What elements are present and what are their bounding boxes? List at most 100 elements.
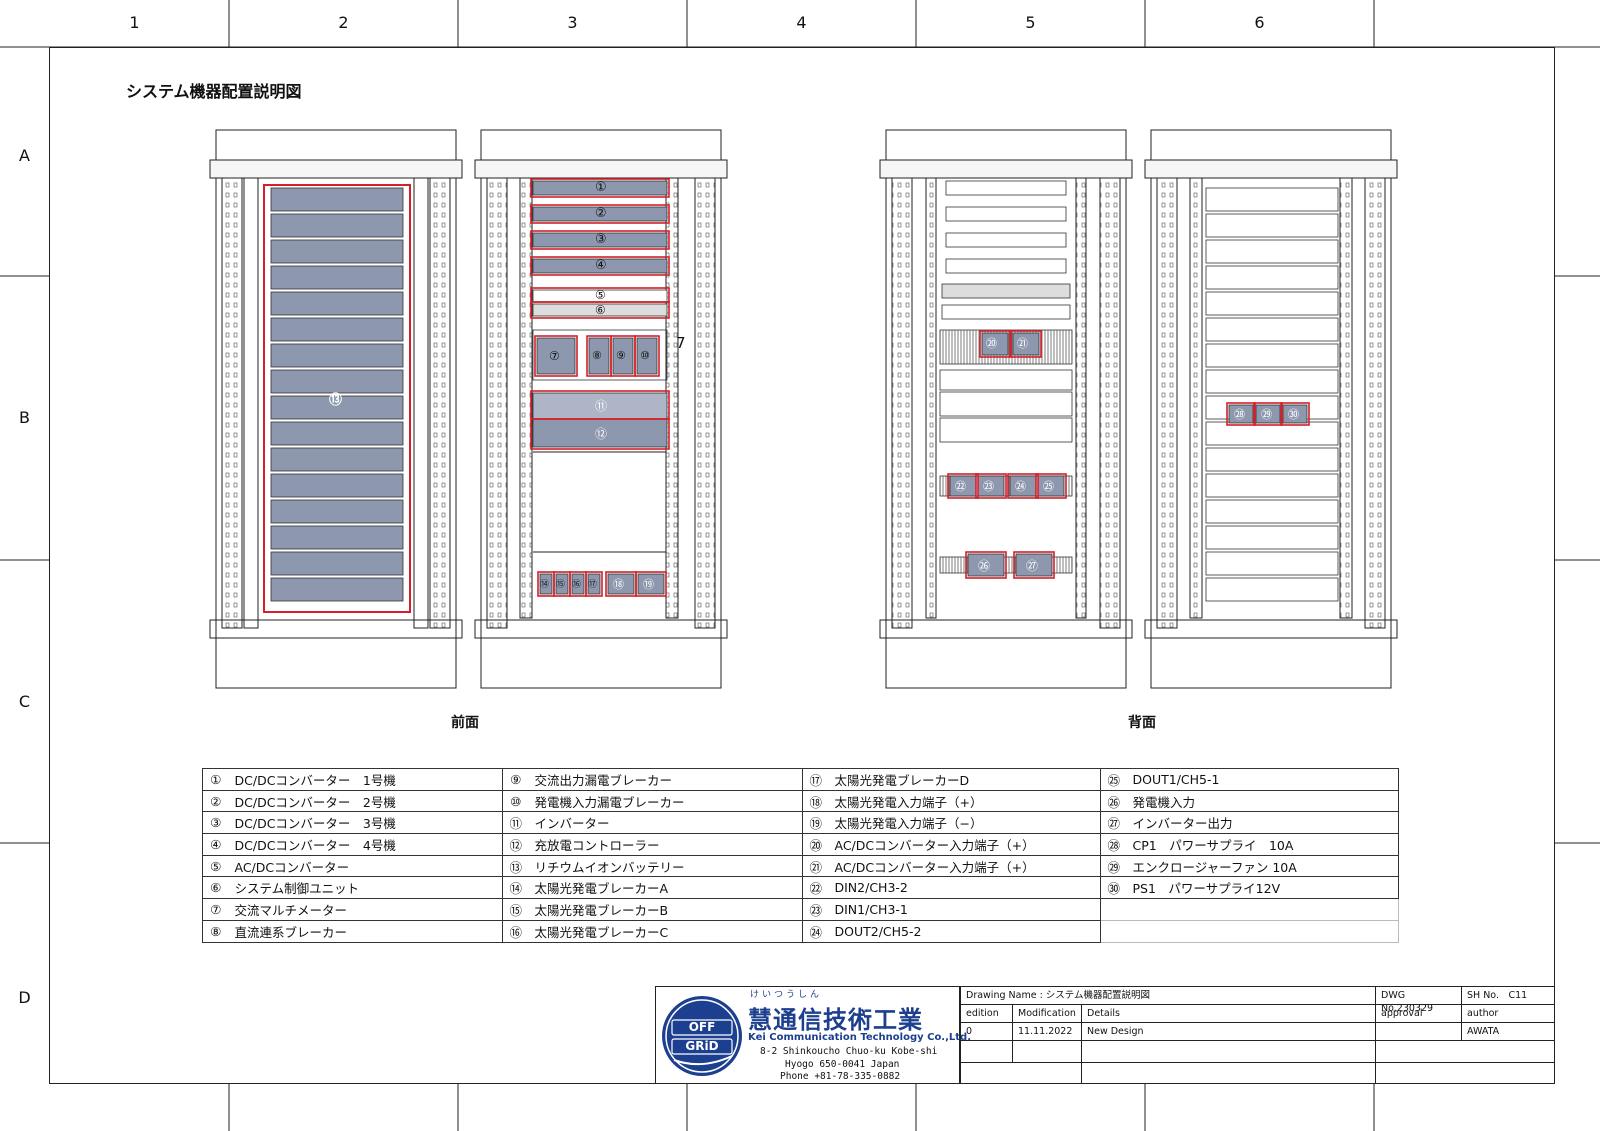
cabinet-drawings: [209, 129, 1398, 689]
callout-7: ⑦: [549, 349, 560, 363]
legend-num: ⑲: [802, 811, 829, 835]
legend-row: ⑥ システム制御ユニット ⑭ 太陽光発電ブレーカーA ㉒ DIN2/CH3-2 …: [202, 876, 1399, 900]
drawing-name-cell: Drawing Name : システム機器配置説明図: [960, 986, 1376, 1005]
author-value: AWATA: [1461, 1022, 1555, 1041]
grid-col-4: 4: [796, 13, 807, 32]
callout-3: ③: [595, 232, 607, 247]
back-left-highlights: [947, 330, 1067, 579]
legend-num: ⑤: [202, 854, 229, 878]
legend-num: ㉓: [802, 898, 829, 921]
legend-row: ③ DC/DCコンバーター 3号機 ⑪ インバーター ⑲ 太陽光発電入力端子（−…: [202, 811, 1399, 835]
legend-num: ⑬: [502, 854, 529, 878]
logo-text-grid: GRiD: [685, 1039, 719, 1053]
legend-num: ㉙: [1100, 854, 1127, 878]
legend-text: インバーター: [528, 811, 803, 835]
legend-text: PS1 パワーサプライ12V: [1126, 876, 1399, 900]
callout-19: ⑲: [643, 578, 654, 591]
legend-text: DC/DCコンバーター 1号機: [228, 768, 503, 791]
callout-27: ㉗: [1026, 559, 1039, 573]
legend-text: [1126, 898, 1399, 921]
side-note-7: 7: [676, 334, 686, 352]
legend-text: 直流連系ブレーカー: [228, 919, 503, 943]
legend-row: ② DC/DCコンバーター 2号機 ⑩ 発電機入力漏電ブレーカー ⑱ 太陽光発電…: [202, 789, 1399, 813]
callout-11: ⑪: [595, 399, 608, 413]
logo-text-off: OFF: [688, 1020, 716, 1034]
legend-row: ④ DC/DCコンバーター 4号機 ⑫ 充放電コントローラー ⑳ AC/DCコン…: [202, 833, 1399, 856]
back-right-highlights: [1226, 402, 1310, 426]
legend-num: ㉘: [1100, 833, 1127, 856]
revision-empty-row: [1375, 1040, 1555, 1063]
grid-col-3: 3: [567, 13, 578, 32]
grid-col-1: 1: [129, 13, 140, 32]
revision-empty-row: [960, 1040, 1013, 1063]
callout-30: ㉚: [1288, 408, 1299, 421]
revision-empty-row: [1012, 1040, 1082, 1063]
battery-modules: [270, 187, 404, 602]
legend-row: ⑦ 交流マルチメーター ⑮ 太陽光発電ブレーカーB ㉓ DIN1/CH3-1: [202, 898, 1399, 921]
legend-text: リチウムイオンバッテリー: [528, 854, 803, 878]
approval-header: approval: [1375, 1004, 1462, 1023]
cabinet-back-right: [1144, 129, 1398, 689]
callout-6: ⑥: [595, 303, 606, 317]
callout-22: ㉒: [955, 480, 966, 493]
callout-18: ⑱: [613, 578, 624, 591]
legend-num: ④: [202, 833, 229, 856]
legend-num: ⑳: [802, 833, 829, 856]
legend-text: DIN2/CH3-2: [828, 876, 1101, 900]
legend-num: ㉑: [802, 854, 829, 878]
dwg-no-cell: DWG No.230329: [1375, 986, 1462, 1014]
legend-num: ⑰: [802, 768, 829, 791]
legend-text: AC/DCコンバーター入力端子（+）: [828, 833, 1101, 856]
callout-2: ②: [595, 206, 607, 221]
legend-num: ⑥: [202, 876, 229, 900]
approval-value: [1375, 1022, 1462, 1041]
legend-text: DOUT1/CH5-1: [1126, 768, 1399, 791]
cabinet-front-left: [209, 129, 463, 689]
legend-row: ⑧ 直流連系ブレーカー ⑯ 太陽光発電ブレーカーC ㉔ DOUT2/CH5-2: [202, 919, 1399, 943]
callout-29: ㉙: [1261, 408, 1272, 421]
grid-col-5: 5: [1025, 13, 1036, 32]
cabinet-front-right: [474, 129, 728, 689]
callout-16: ⑯: [572, 580, 582, 590]
callout-21: ㉑: [1017, 337, 1028, 350]
legend-num: ⑪: [502, 811, 529, 835]
legend-num: ㉕: [1100, 768, 1127, 791]
edition-header: edition: [960, 1004, 1013, 1023]
drawing-title: システム機器配置説明図: [126, 82, 302, 101]
front-right-devices: [532, 180, 668, 595]
legend-num: ⑭: [502, 876, 529, 900]
details-value: New Design: [1081, 1022, 1376, 1041]
callout-10: ⑩: [640, 349, 650, 362]
company-name-en: Kei Communication Technology Co.,Ltd.: [748, 1032, 972, 1043]
cabinet-back-left: [879, 129, 1133, 689]
legend-num: [1100, 919, 1127, 943]
address-line-2: Hyogo 650-0041 Japan: [785, 1059, 900, 1070]
legend-num: ⑫: [502, 833, 529, 856]
legend-text: エンクロージャーファン 10A: [1126, 854, 1399, 878]
legend-text: 発電機入力漏電ブレーカー: [528, 789, 803, 813]
callout-4: ④: [595, 258, 607, 273]
author-header: author: [1461, 1004, 1555, 1023]
grid-row-d: D: [18, 988, 31, 1007]
sh-no-cell: SH No. C11: [1461, 986, 1555, 1005]
legend-num: ③: [202, 811, 229, 835]
edition-value: 0: [960, 1022, 1013, 1041]
legend-num: ⑦: [202, 898, 229, 921]
legend-text: DC/DCコンバーター 2号機: [228, 789, 503, 813]
legend-text: DOUT2/CH5-2: [828, 919, 1101, 943]
legend-text: CP1 パワーサプライ 10A: [1126, 833, 1399, 856]
legend-table: ① DC/DCコンバーター 1号機 ⑨ 交流出力漏電ブレーカー ⑰ 太陽光発電ブ…: [202, 768, 1399, 943]
legend-row: ⑤ AC/DCコンバーター ⑬ リチウムイオンバッテリー ㉑ AC/DCコンバー…: [202, 854, 1399, 878]
back-right-modules: [1205, 187, 1339, 602]
callout-8: ⑧: [592, 349, 602, 362]
callout-14: ⑭: [540, 580, 550, 590]
callout-9: ⑨: [616, 349, 626, 362]
legend-text: 太陽光発電入力端子（−）: [828, 811, 1101, 835]
legend-text: 太陽光発電入力端子（+）: [828, 789, 1101, 813]
front-right-highlights: [530, 178, 670, 597]
legend-num: ⑩: [502, 789, 529, 813]
legend-num: ⑧: [202, 919, 229, 943]
legend-row: ① DC/DCコンバーター 1号機 ⑨ 交流出力漏電ブレーカー ⑰ 太陽光発電ブ…: [202, 768, 1399, 791]
legend-text: AC/DCコンバーター: [228, 854, 503, 878]
callout-12: ⑫: [595, 427, 608, 441]
